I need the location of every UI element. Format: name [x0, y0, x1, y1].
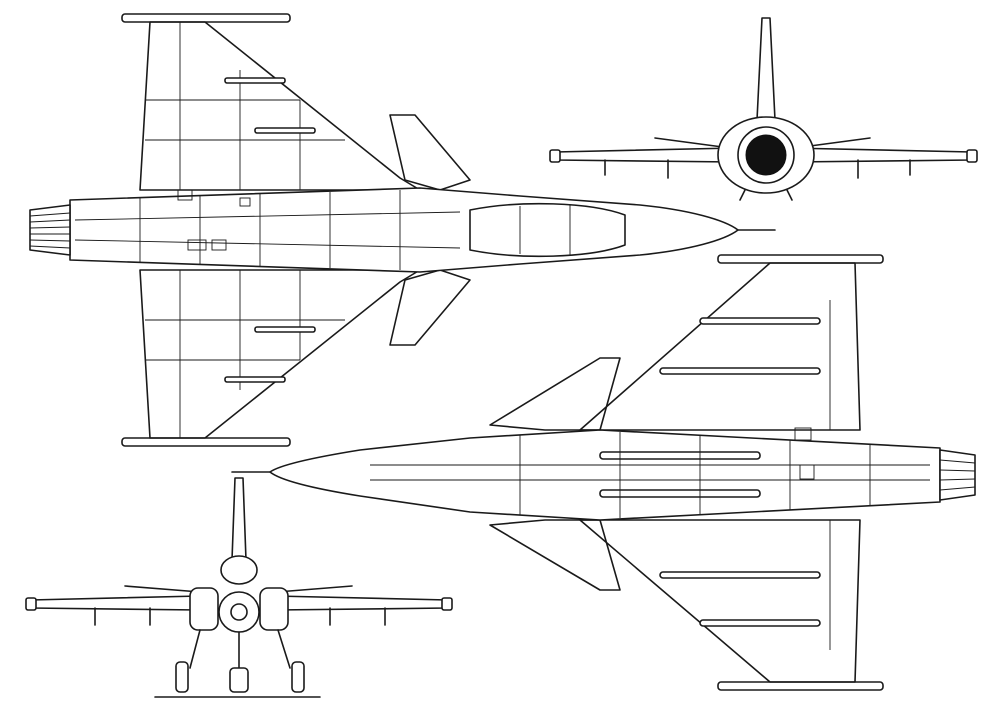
top-view [29, 13, 776, 447]
rear-view [549, 17, 978, 201]
bottom-view [231, 254, 976, 691]
front-view [25, 477, 453, 698]
